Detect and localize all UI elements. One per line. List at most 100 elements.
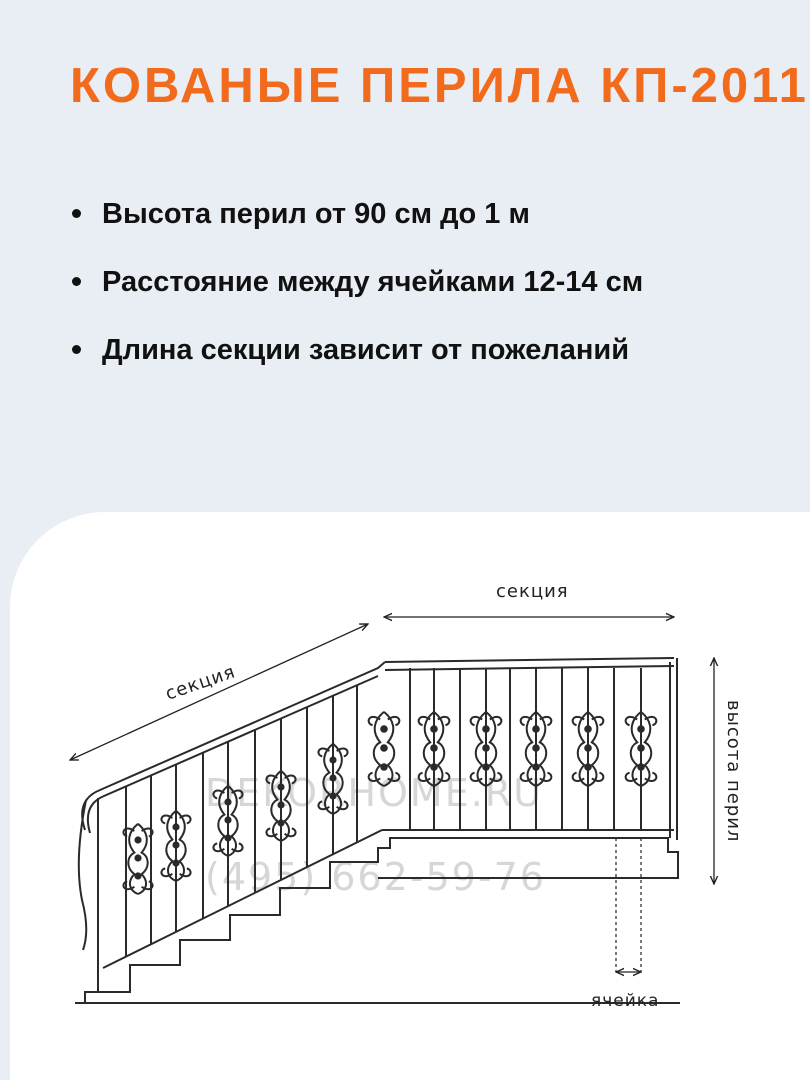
ornament-curl (437, 771, 451, 782)
ornament-curl (336, 800, 349, 811)
ornament-curl (227, 785, 239, 857)
scroll-ornament (212, 785, 244, 857)
ornament-curl (175, 810, 187, 882)
ornament-curl (417, 715, 431, 727)
ornament-curl (179, 814, 192, 825)
page-title: КОВАНЫЕ ПЕРИЛА КП-2011 (70, 59, 809, 113)
ornament-knot (134, 836, 142, 844)
ornaments (122, 711, 658, 895)
ornament-curl (387, 771, 401, 782)
ornament-curl (367, 771, 381, 782)
bullet-dot-icon (72, 209, 81, 218)
ornament-curl (212, 842, 225, 853)
scroll-ornament (417, 711, 451, 787)
ornament-knot (172, 859, 180, 867)
ornament-curl (644, 771, 658, 782)
incline-section-label: секция (163, 661, 239, 705)
ornament-knot (329, 756, 337, 764)
height-label: высота перил (723, 700, 744, 842)
ornament-curl (179, 867, 192, 878)
ornament-curl (265, 827, 278, 838)
ornament-curl (644, 715, 658, 727)
ornament-knot (637, 763, 645, 771)
feature-item-height: Высота перил от 90 см до 1 м (70, 188, 643, 256)
scroll-ornament (469, 711, 503, 787)
ornament-knot (430, 763, 438, 771)
ornament-knot (134, 854, 142, 862)
feature-text: Высота перил от 90 см до 1 м (102, 198, 530, 230)
ornament-curl (489, 771, 503, 782)
ornament-knot (380, 744, 388, 752)
incline-section-arrow (70, 624, 368, 760)
ornament-curl (624, 771, 638, 782)
ornament-curl (519, 715, 533, 727)
ornament-knot (277, 783, 285, 791)
ornament-curl (217, 785, 229, 857)
stair-steps (84, 837, 679, 1003)
ornament-curl (433, 711, 446, 787)
ornament-knot (584, 744, 592, 752)
ornament-curl (387, 715, 401, 727)
scroll-ornament (519, 711, 553, 787)
bullet-dot-icon (72, 277, 81, 286)
ornament-curl (519, 771, 533, 782)
ornament-curl (485, 711, 498, 787)
ornament-curl (317, 800, 330, 811)
ornament-curl (629, 711, 642, 787)
ornament-curl (122, 827, 135, 838)
ornament-curl (624, 715, 638, 727)
bullet-dot-icon (72, 345, 81, 354)
ornament-curl (280, 770, 292, 842)
ornament-curl (383, 711, 396, 787)
watermark: DEKORHOME.RU (495) 662-59-76 (205, 771, 544, 899)
ornament-curl (165, 810, 177, 882)
ornament-curl (284, 774, 297, 785)
ornament-knot (637, 725, 645, 733)
ornament-curl (591, 715, 605, 727)
ornament-curl (591, 771, 605, 782)
ornament-knot (172, 841, 180, 849)
ornament-knot (532, 744, 540, 752)
ornament-curl (127, 823, 139, 895)
ornament-knot (584, 725, 592, 733)
ornament-curl (417, 771, 431, 782)
ornament-curl (212, 789, 225, 800)
ornament-knot (482, 744, 490, 752)
ornament-curl (160, 867, 173, 878)
flat-section-label: секция (496, 581, 569, 602)
feature-item-spacing: Расстояние между ячейками 12-14 см (70, 256, 643, 324)
ornament-knot (637, 744, 645, 752)
ornament-curl (422, 711, 435, 787)
ornament-curl (231, 789, 244, 800)
ornament-curl (437, 715, 451, 727)
scroll-ornament (265, 770, 297, 842)
ornament-curl (160, 814, 173, 825)
scroll-ornament (624, 711, 658, 787)
ornament-knot (277, 819, 285, 827)
ornament-knot (329, 774, 337, 782)
ornament-curl (122, 880, 135, 891)
ornament-curl (524, 711, 537, 787)
ornament-knot (584, 763, 592, 771)
ornament-knot (380, 763, 388, 771)
scroll-ornament (367, 711, 401, 787)
ornament-knot (172, 823, 180, 831)
ornament-curl (474, 711, 487, 787)
ornament-knot (224, 816, 232, 824)
ornament-curl (284, 827, 297, 838)
feature-text: Длина секции зависит от пожеланий (102, 334, 630, 366)
ornament-curl (489, 715, 503, 727)
ornament-curl (539, 771, 553, 782)
ornament-curl (372, 711, 385, 787)
feature-text: Расстояние между ячейками 12-14 см (102, 266, 644, 298)
ornament-knot (380, 725, 388, 733)
scroll-ornament (122, 823, 154, 895)
ornament-curl (535, 711, 548, 787)
features-list: Высота перил от 90 см до 1 м Расстояние … (70, 188, 643, 392)
ornament-curl (270, 770, 282, 842)
ornament-knot (134, 872, 142, 880)
ornament-curl (640, 711, 653, 787)
ornament-curl (265, 774, 278, 785)
ornament-curl (539, 715, 553, 727)
